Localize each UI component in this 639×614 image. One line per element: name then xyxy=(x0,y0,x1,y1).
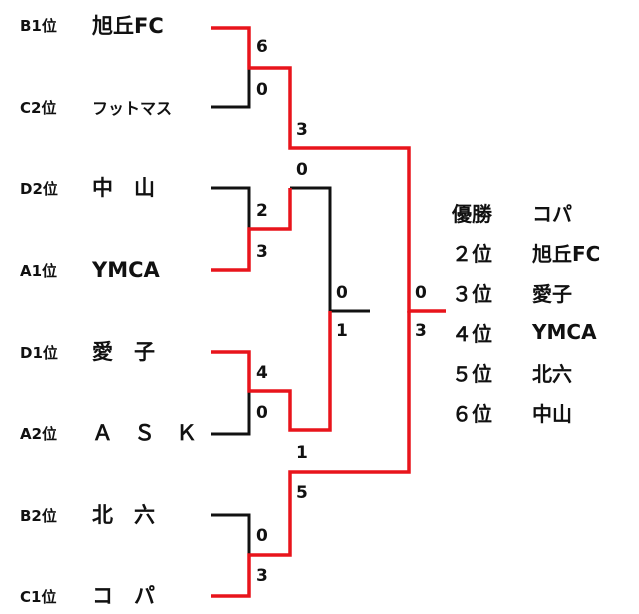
score: 2 xyxy=(256,201,268,221)
standing-row: ３位 愛子 xyxy=(452,272,600,312)
score: 0 xyxy=(256,526,268,546)
score: 3 xyxy=(256,242,268,262)
team-name: 愛 子 xyxy=(92,340,155,364)
standing-team: 旭丘FC xyxy=(532,241,601,266)
team-seed: C2位 xyxy=(20,99,56,117)
team-seed: D2位 xyxy=(20,180,58,198)
score: 1 xyxy=(336,321,348,341)
bracket-line xyxy=(211,391,251,436)
team-name: コ パ xyxy=(92,584,155,608)
team-name: フットマス xyxy=(92,99,172,118)
score: 6 xyxy=(256,37,268,57)
score: 3 xyxy=(415,321,427,341)
team-seed: A2位 xyxy=(20,425,57,443)
score: 3 xyxy=(256,566,268,586)
score: 3 xyxy=(296,120,308,140)
standing-row: ６位 中山 xyxy=(452,392,600,432)
standing-place: ３位 xyxy=(452,281,492,306)
standing-place: 優勝 xyxy=(452,201,492,226)
standing-team: コパ xyxy=(532,201,572,226)
standing-row: ２位 旭丘FC xyxy=(452,232,600,272)
team-name: Ａ Ｓ Ｋ xyxy=(92,421,197,445)
score: 0 xyxy=(256,80,268,100)
standing-team: 北六 xyxy=(532,361,572,386)
standing-team: 愛子 xyxy=(532,281,572,306)
standing-place: ２位 xyxy=(452,241,492,266)
team-name: 旭丘FC xyxy=(91,14,164,38)
team-seed: B2位 xyxy=(20,507,57,525)
standing-team: 中山 xyxy=(532,401,572,426)
match-scores: 6 0 2 3 4 0 0 3 3 0 1 5 0 1 0 3 xyxy=(256,37,427,586)
score: 0 xyxy=(296,160,308,180)
score: 0 xyxy=(336,283,348,303)
standing-row: ５位 北六 xyxy=(452,352,600,392)
score: 5 xyxy=(296,483,308,503)
team-seed: B1位 xyxy=(20,17,57,35)
score: 0 xyxy=(415,283,427,303)
bracket-line xyxy=(211,513,251,555)
bracket-line xyxy=(290,186,370,313)
score: 1 xyxy=(296,443,308,463)
final-standings: 優勝 コパ ２位 旭丘FC ３位 愛子 ４位 YMCA ５位 北六 ６位 中山 xyxy=(452,192,600,432)
bracket-lines-winners xyxy=(211,26,446,598)
team-name: YMCA xyxy=(91,258,161,282)
team-name: 中 山 xyxy=(92,176,155,200)
standing-team: YMCA xyxy=(532,320,597,344)
score: 4 xyxy=(256,363,268,383)
bracket-line xyxy=(211,188,292,272)
bracket-line xyxy=(211,311,332,432)
bracket-line xyxy=(211,68,251,109)
bracket-line xyxy=(211,186,251,229)
team-name: 北 六 xyxy=(92,503,155,527)
standing-place: ６位 xyxy=(452,401,492,426)
standing-place: ５位 xyxy=(452,361,492,386)
team-seed: C1位 xyxy=(20,588,56,606)
standing-row: ４位 YMCA xyxy=(452,312,600,352)
team-seed: D1位 xyxy=(20,344,58,362)
team-entries: B1位 旭丘FC C2位 フットマス D2位 中 山 A1位 YMCA D1位 … xyxy=(20,14,197,608)
bracket-line xyxy=(211,311,411,598)
bracket-line xyxy=(211,26,446,313)
team-seed: A1位 xyxy=(20,262,57,280)
score: 0 xyxy=(256,403,268,423)
standing-place: ４位 xyxy=(452,321,492,346)
standing-row: 優勝 コパ xyxy=(452,192,600,232)
bracket-lines-losers xyxy=(211,68,370,555)
